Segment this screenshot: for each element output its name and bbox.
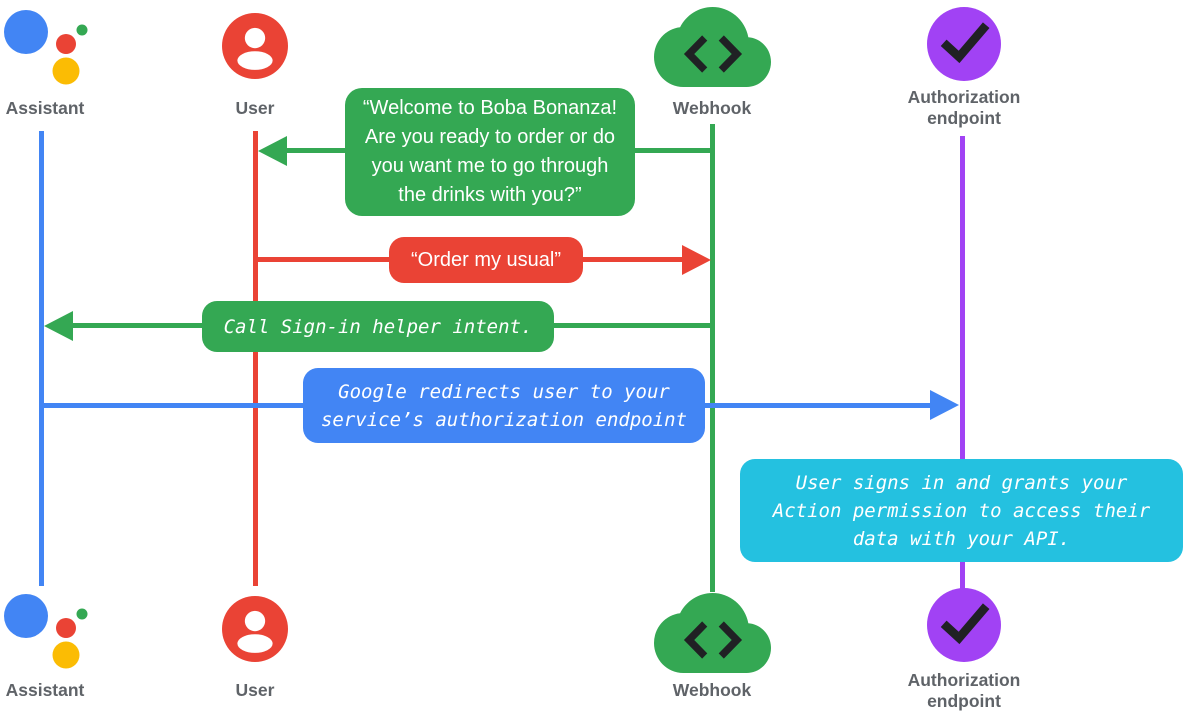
user-icon <box>222 596 288 662</box>
check-circle-icon <box>927 588 1001 662</box>
order-message-bubble: “Order my usual” <box>389 237 583 283</box>
webhook-lifeline <box>710 124 715 592</box>
signin-grant-note-bubble: User signs in and grants your Action per… <box>740 459 1183 562</box>
user-lifeline <box>253 131 258 586</box>
user-label: User <box>235 98 275 118</box>
assistant-label: Assistant <box>5 680 85 700</box>
check-circle-icon <box>927 7 1001 81</box>
user-icon <box>222 13 288 79</box>
google-assistant-icon <box>2 5 102 90</box>
signin-helper-arrowhead-icon <box>44 311 73 341</box>
webhook-label: Webhook <box>672 680 752 700</box>
assistant-label: Assistant <box>5 98 85 118</box>
signin-helper-message-bubble: Call Sign-in helper intent. <box>202 301 554 352</box>
google-assistant-icon <box>2 589 102 674</box>
assistant-lifeline <box>39 131 44 586</box>
redirect-arrowhead-icon <box>930 390 959 420</box>
welcome-arrowhead-icon <box>258 136 287 166</box>
cloud-code-icon <box>654 593 771 674</box>
authorization-endpoint-label: Authorization endpoint <box>907 87 1021 128</box>
authorization-endpoint-label: Authorization endpoint <box>907 670 1021 711</box>
cloud-code-icon <box>654 6 771 88</box>
authorization-endpoint-lifeline <box>960 136 965 590</box>
webhook-label: Webhook <box>672 98 752 118</box>
user-label: User <box>235 680 275 700</box>
welcome-message-bubble: “Welcome to Boba Bonanza! Are you ready … <box>345 88 635 216</box>
order-arrowhead-icon <box>682 245 711 275</box>
redirect-message-bubble: Google redirects user to your service’s … <box>303 368 705 443</box>
